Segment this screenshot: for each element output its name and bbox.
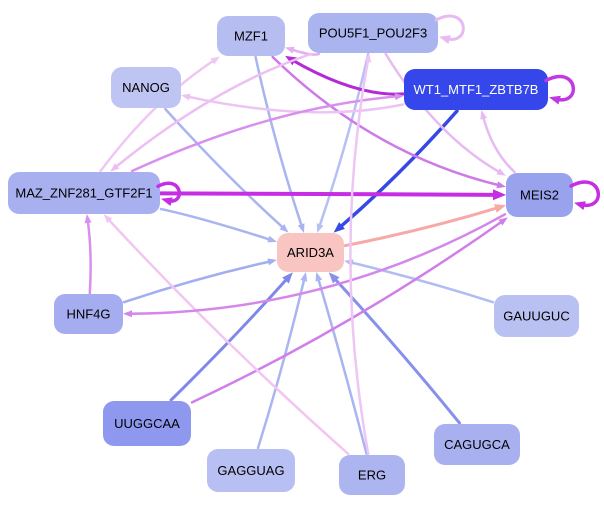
node-box-GAGGUAG[interactable] bbox=[207, 449, 295, 492]
node-label-GAGGUAG: GAGGUAG bbox=[217, 463, 284, 478]
edge-GAGGUAG-ARID3A bbox=[256, 276, 306, 450]
self-loop-MEIS2 bbox=[569, 180, 601, 208]
self-loop-WT1_MTF1_ZBTB7B bbox=[544, 74, 576, 102]
edge-WT1_MTF1_ZBTB7B-ARID3A bbox=[337, 109, 459, 230]
edge-POU5F1_POU2F3-MZF1-arrowhead bbox=[285, 46, 295, 54]
edge-POU5F1_POU2F3-ARID3A bbox=[317, 52, 370, 229]
node-UUGGCAA[interactable]: UUGGCAA bbox=[103, 401, 191, 446]
edge-POU5F1_POU2F3-MAZ_ZNF281_GTF2F1-arrowhead bbox=[110, 163, 120, 172]
edge-ERG-ARID3A-arrowhead bbox=[315, 272, 323, 282]
edge-POU5F1_POU2F3-MEIS2 bbox=[384, 52, 502, 175]
node-box-MEIS2[interactable] bbox=[506, 173, 573, 217]
node-MAZ_ZNF281_GTF2F1[interactable]: MAZ_ZNF281_GTF2F1 bbox=[8, 172, 160, 214]
self-loop-WT1_MTF1_ZBTB7B-arrowhead bbox=[549, 95, 561, 105]
node-label-WT1_MTF1_ZBTB7B: WT1_MTF1_ZBTB7B bbox=[414, 82, 539, 97]
node-NANOG[interactable]: NANOG bbox=[111, 67, 181, 108]
node-box-CAGUGCA[interactable] bbox=[434, 424, 520, 465]
edge-GAGGUAG-ARID3A-arrowhead bbox=[300, 272, 308, 282]
node-box-HNF4G[interactable] bbox=[54, 294, 123, 334]
edge-ERG-MAZ_ZNF281_GTF2F1 bbox=[106, 217, 350, 456]
edge-CAGUGCA-ARID3A bbox=[332, 275, 462, 425]
edge-GAUUGUC-ARID3A bbox=[348, 260, 495, 304]
edge-HNF4G-MAZ_ZNF281_GTF2F1 bbox=[86, 218, 92, 295]
node-CAGUGCA[interactable]: CAGUGCA bbox=[434, 424, 520, 465]
node-box-UUGGCAA[interactable] bbox=[103, 401, 191, 446]
edge-CAGUGCA-ARID3A-arrowhead bbox=[328, 272, 340, 284]
edge-UUGGCAA-MEIS2-arrowhead bbox=[498, 217, 508, 226]
node-box-MZF1[interactable] bbox=[217, 16, 285, 56]
edge-MAZ_ZNF281_GTF2F1-MZF1-arrowhead bbox=[210, 56, 220, 65]
node-label-ERG: ERG bbox=[358, 468, 386, 483]
edge-ERG-ARID3A bbox=[316, 276, 368, 456]
edge-HNF4G-ARID3A bbox=[122, 259, 273, 304]
node-box-NANOG[interactable] bbox=[111, 67, 181, 108]
node-box-ARID3A[interactable] bbox=[277, 233, 344, 272]
self-loop-MAZ_ZNF281_GTF2F1 bbox=[156, 181, 182, 203]
node-label-CAGUGCA: CAGUGCA bbox=[444, 437, 510, 452]
edge-ERG-POU5F1_POU2F3-arrowhead bbox=[364, 53, 372, 63]
node-WT1_MTF1_ZBTB7B[interactable]: WT1_MTF1_ZBTB7B bbox=[404, 69, 548, 110]
node-ARID3A[interactable]: ARID3A bbox=[277, 233, 344, 272]
edge-ERG-POU5F1_POU2F3 bbox=[349, 57, 370, 456]
edge-POU5F1_POU2F3-ARID3A-arrowhead bbox=[316, 223, 324, 233]
node-MEIS2[interactable]: MEIS2 bbox=[506, 173, 573, 217]
node-ERG[interactable]: ERG bbox=[339, 455, 405, 495]
node-MZF1[interactable]: MZF1 bbox=[217, 16, 285, 56]
node-label-ARID3A: ARID3A bbox=[287, 245, 334, 260]
edge-MAZ_ZNF281_GTF2F1-WT1_MTF1_ZBTB7B bbox=[130, 95, 400, 173]
node-POU5F1_POU2F3[interactable]: POU5F1_POU2F3 bbox=[308, 13, 438, 53]
edge-MAZ_ZNF281_GTF2F1-MEIS2 bbox=[159, 191, 500, 197]
edge-MEIS2-HNF4G-arrowhead bbox=[123, 310, 133, 318]
self-loop-POU5F1_POU2F3 bbox=[434, 14, 465, 41]
edge-MZF1-MEIS2 bbox=[271, 55, 502, 187]
edge-UUGGCAA-ARID3A bbox=[169, 276, 290, 402]
edge-POU5F1_POU2F3-MEIS2-arrowhead bbox=[496, 168, 506, 176]
edge-UUGGCAA-ARID3A-arrowhead bbox=[282, 272, 293, 284]
node-GAGGUAG[interactable]: GAGGUAG bbox=[207, 449, 295, 492]
edge-MAZ_ZNF281_GTF2F1-ARID3A bbox=[159, 207, 273, 242]
node-label-MEIS2: MEIS2 bbox=[520, 188, 559, 203]
node-box-WT1_MTF1_ZBTB7B[interactable] bbox=[404, 69, 548, 110]
self-loop-MEIS2-arrowhead bbox=[574, 201, 586, 210]
node-label-UUGGCAA: UUGGCAA bbox=[114, 416, 180, 431]
edge-MZF1-ARID3A bbox=[254, 55, 304, 229]
self-loop-POU5F1_POU2F3-arrowhead bbox=[439, 35, 451, 44]
edge-POU5F1_POU2F3-MAZ_ZNF281_GTF2F1 bbox=[113, 52, 313, 170]
edge-HNF4G-ARID3A-arrowhead bbox=[267, 258, 277, 266]
node-GAUUGUC[interactable]: GAUUGUC bbox=[494, 295, 579, 337]
edge-MAZ_ZNF281_GTF2F1-ARID3A-arrowhead bbox=[267, 235, 277, 243]
node-label-GAUUGUC: GAUUGUC bbox=[503, 309, 569, 324]
edge-WT1_MTF1_ZBTB7B-MZF1 bbox=[289, 57, 405, 96]
self-loop-MAZ_ZNF281_GTF2F1-arrowhead bbox=[161, 197, 173, 207]
node-label-MZF1: MZF1 bbox=[234, 29, 268, 44]
edge-MEIS2-WT1_MTF1_ZBTB7B-arrowhead bbox=[480, 110, 488, 120]
edge-ARID3A-MEIS2-arrowhead bbox=[494, 204, 506, 213]
node-label-MAZ_ZNF281_GTF2F1: MAZ_ZNF281_GTF2F1 bbox=[15, 186, 152, 201]
node-label-POU5F1_POU2F3: POU5F1_POU2F3 bbox=[319, 26, 427, 41]
edge-MAZ_ZNF281_GTF2F1-WT1_MTF1_ZBTB7B-arrowhead bbox=[394, 93, 404, 101]
edge-ARID3A-MEIS2 bbox=[343, 205, 501, 248]
edge-UUGGCAA-MEIS2 bbox=[190, 219, 505, 404]
edge-MAZ_ZNF281_GTF2F1-MEIS2-arrowhead bbox=[492, 189, 506, 201]
edge-MEIS2-WT1_MTF1_ZBTB7B bbox=[481, 114, 516, 174]
node-box-POU5F1_POU2F3[interactable] bbox=[308, 13, 438, 53]
edge-MZF1-ARID3A-arrowhead bbox=[297, 223, 305, 233]
edge-HNF4G-MAZ_ZNF281_GTF2F1-arrowhead bbox=[84, 214, 92, 224]
node-label-NANOG: NANOG bbox=[122, 80, 170, 95]
edge-MZF1-MEIS2-arrowhead bbox=[496, 181, 506, 189]
edge-WT1_MTF1_ZBTB7B-NANOG-arrowhead bbox=[181, 93, 191, 101]
edge-NANOG-ARID3A-arrowhead bbox=[279, 224, 289, 233]
node-label-HNF4G: HNF4G bbox=[66, 307, 110, 322]
node-HNF4G[interactable]: HNF4G bbox=[54, 294, 123, 334]
edge-ERG-MAZ_ZNF281_GTF2F1-arrowhead bbox=[103, 214, 113, 224]
edge-WT1_MTF1_ZBTB7B-ARID3A-arrowhead bbox=[333, 222, 345, 233]
node-box-ERG[interactable] bbox=[339, 455, 405, 495]
node-box-MAZ_ZNF281_GTF2F1[interactable] bbox=[8, 172, 160, 214]
node-box-GAUUGUC[interactable] bbox=[494, 295, 579, 337]
edge-NANOG-ARID3A bbox=[164, 107, 286, 230]
edge-MEIS2-HNF4G bbox=[127, 213, 507, 315]
edge-GAUUGUC-ARID3A-arrowhead bbox=[344, 259, 354, 267]
